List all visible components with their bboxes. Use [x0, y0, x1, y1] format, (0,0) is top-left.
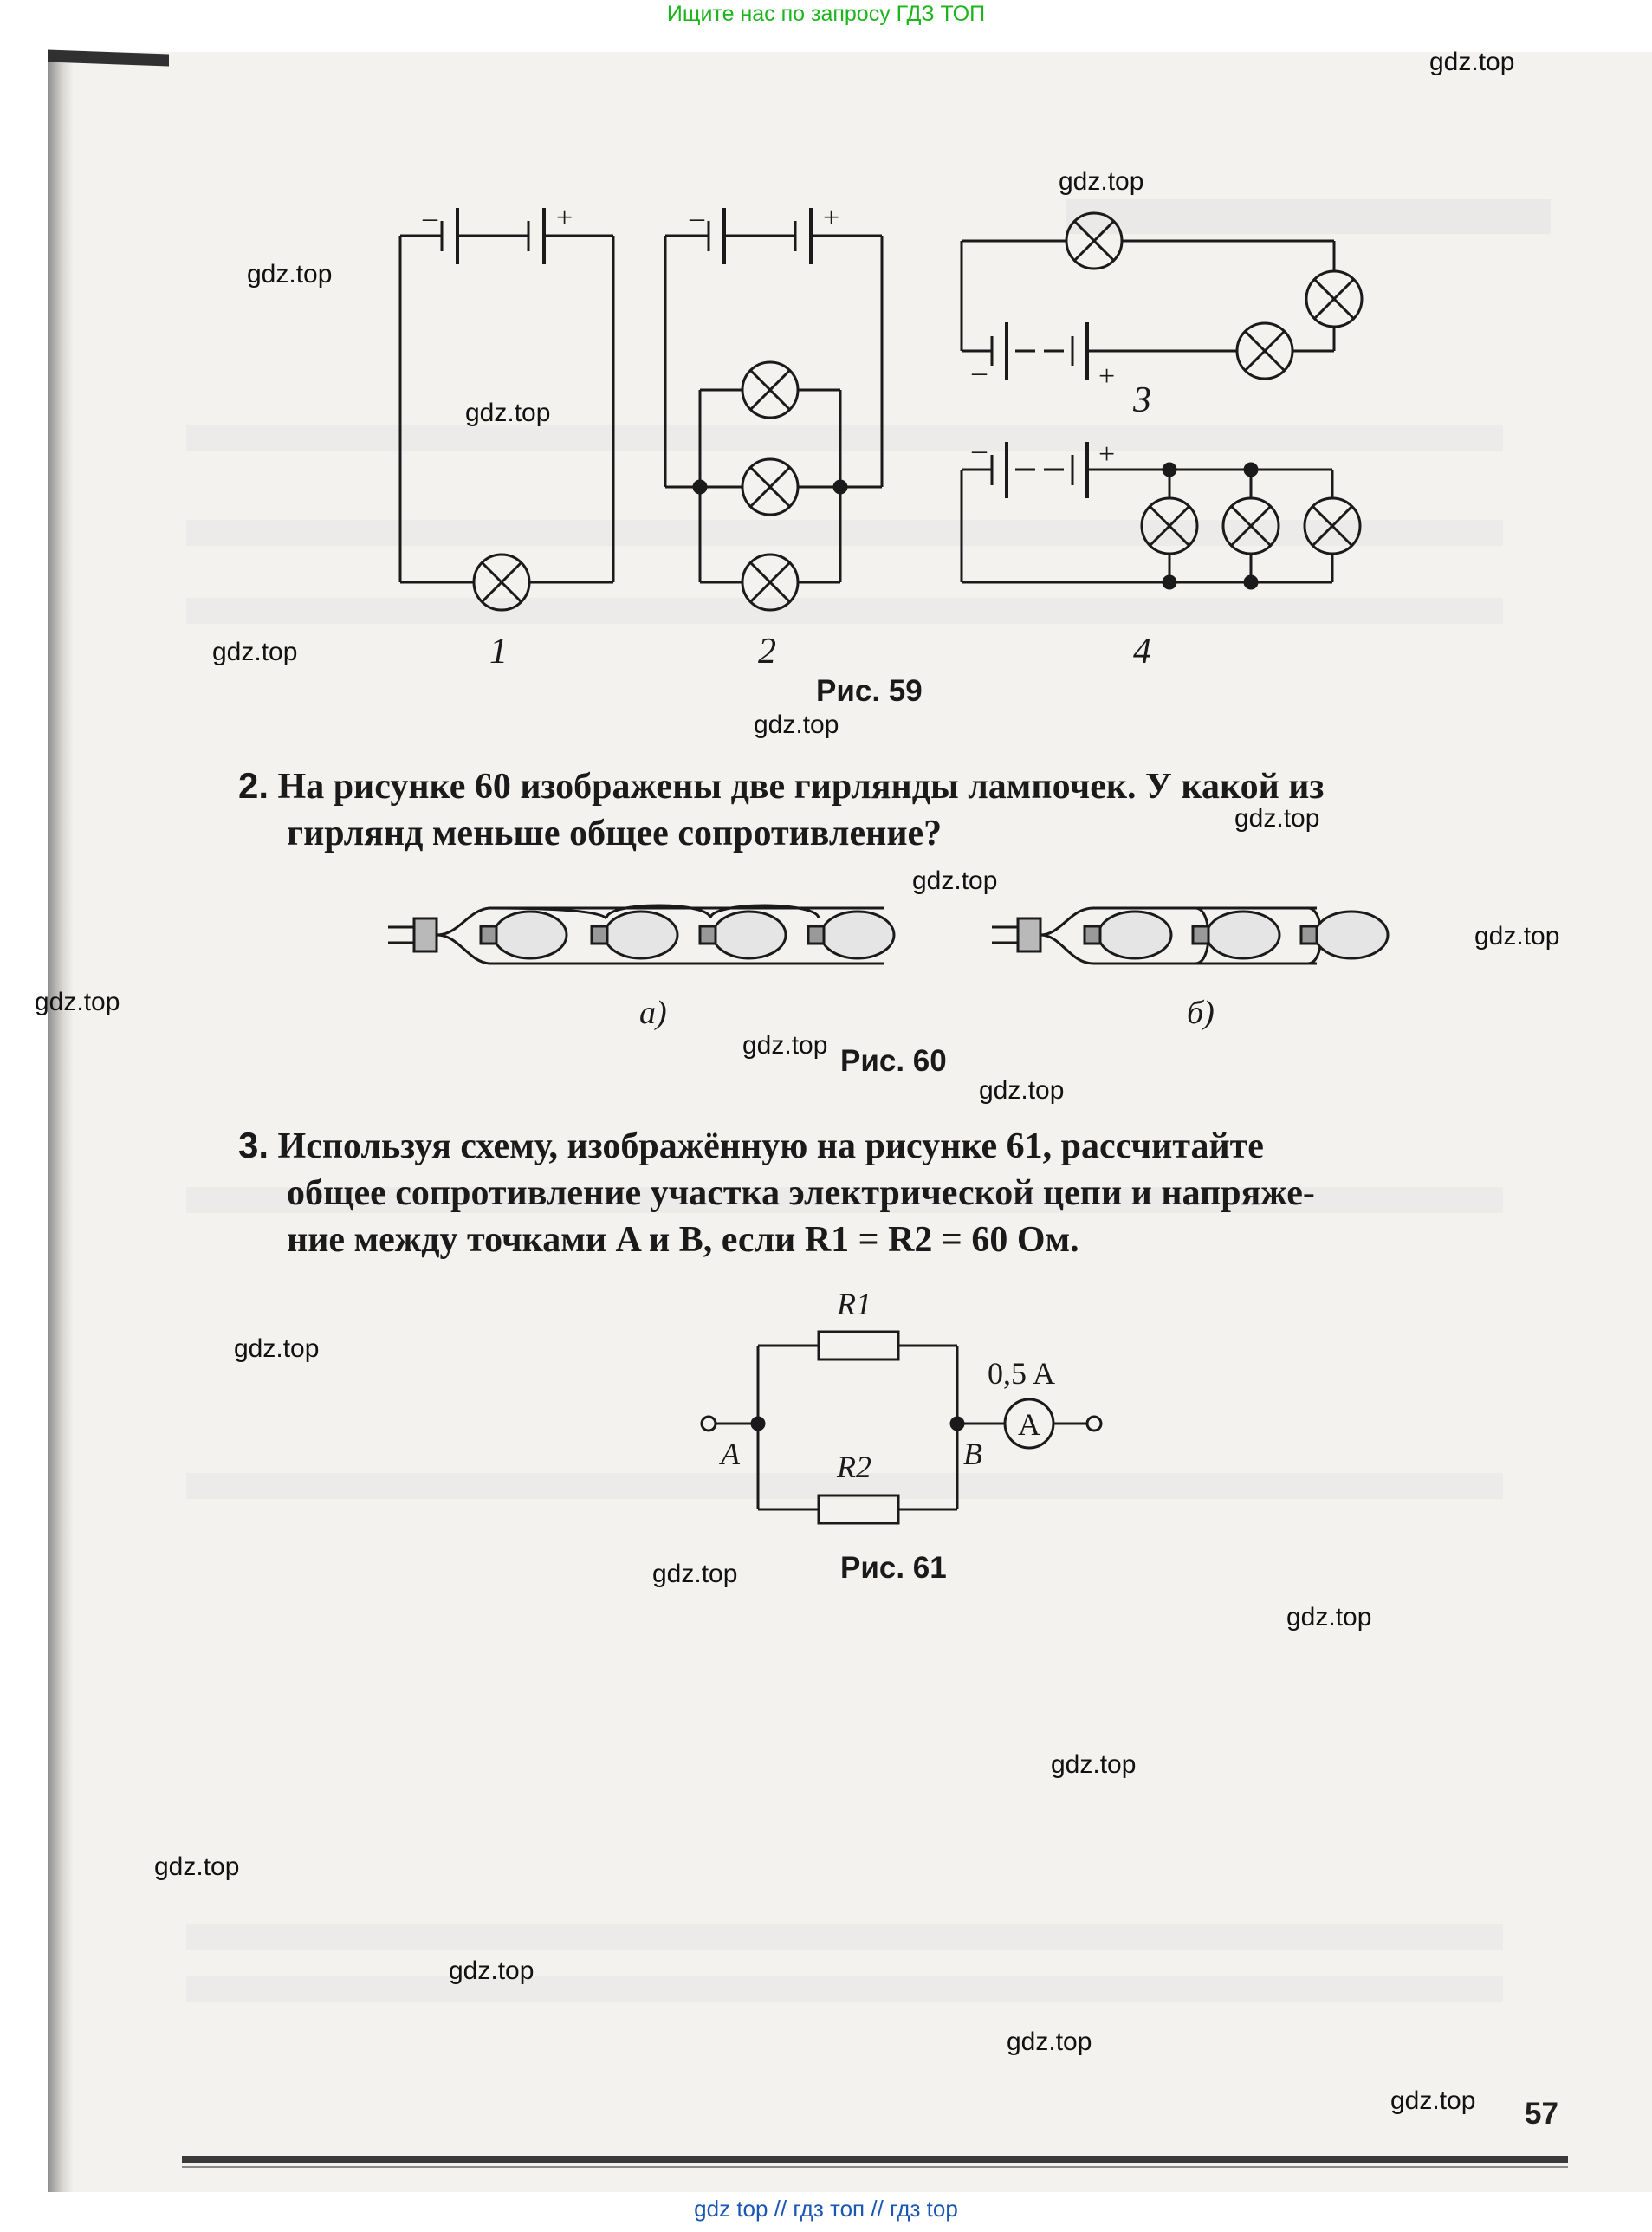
ammeter-reading: 0,5 A [988, 1356, 1055, 1391]
watermark: gdz.top [979, 1076, 1065, 1105]
footer-links[interactable]: gdz top // гдз топ // гдз top [694, 2196, 958, 2222]
figure-61-caption: Рис. 61 [840, 1551, 947, 1585]
watermark: gdz.top [1007, 2028, 1092, 2056]
circuit-3-number: 3 [1133, 380, 1151, 420]
circuit-2 [664, 208, 884, 612]
circuit-2-number: 2 [758, 632, 776, 672]
figure-61-circuit: R1 R2 A B 0,5 A A [700, 1287, 1103, 1525]
task-2-text: 2. На рисунке 60 изображены две гирлянды… [238, 762, 1324, 857]
page-number: 57 [1525, 2097, 1558, 2131]
watermark: gdz.top [234, 1334, 320, 1363]
task-3-line-2: общее сопротивление участка электрическо… [287, 1173, 1315, 1213]
battery-plus-1: + [556, 202, 573, 234]
task-2-line-2: гирлянд меньше общее сопротивление? [287, 814, 943, 853]
scan-background [48, 52, 1652, 2192]
resistor-r1-label: R1 [836, 1287, 871, 1321]
garland-b-label: б) [1187, 995, 1215, 1031]
watermark: gdz.top [1429, 48, 1515, 76]
point-b-label: B [963, 1437, 982, 1471]
circuit-4 [960, 442, 1362, 590]
ammeter-symbol: A [1018, 1407, 1040, 1442]
task-2-number: 2. [238, 765, 269, 806]
watermark: gdz.top [1234, 804, 1320, 833]
watermark: gdz.top [742, 1031, 828, 1060]
battery-plus-3: + [1098, 360, 1115, 393]
task-2-line-1: На рисунке 60 изображены две гирлянды ла… [277, 767, 1325, 807]
figure-60-caption: Рис. 60 [840, 1044, 947, 1078]
task-3-line-3: ние между точками A и B, если R1 = R2 = … [287, 1220, 1079, 1260]
circuit-4-number: 4 [1133, 632, 1151, 672]
garland-a-label: а) [639, 995, 667, 1031]
task-3-number: 3. [238, 1125, 269, 1165]
watermark: gdz.top [1051, 1750, 1137, 1779]
watermark: gdz.top [212, 638, 298, 666]
battery-minus-3: – [971, 356, 988, 388]
circuit-1 [398, 208, 615, 612]
battery-minus-4: – [971, 434, 988, 466]
point-a-label: A [719, 1437, 741, 1471]
resistor-r2-label: R2 [836, 1450, 871, 1484]
garland-b [992, 906, 1390, 965]
book-spine-shadow [48, 52, 74, 2192]
watermark: gdz.top [35, 988, 120, 1016]
watermark: gdz.top [1286, 1603, 1372, 1632]
figure-60-garlands [388, 904, 1390, 965]
bottom-rule [182, 2156, 1568, 2163]
watermark: gdz.top [1390, 2086, 1476, 2115]
watermark: gdz.top [754, 710, 839, 739]
battery-minus-1: – [422, 202, 438, 234]
task-3-text: 3. Используя схему, изображённую на рису… [238, 1122, 1315, 1263]
circuit-1-number: 1 [489, 632, 508, 672]
watermark: gdz.top [247, 260, 333, 289]
battery-plus-4: + [1098, 438, 1115, 470]
circuit-3 [960, 211, 1364, 380]
watermark: gdz.top [154, 1852, 240, 1881]
garland-a [388, 904, 896, 965]
watermark: gdz.top [652, 1560, 738, 1588]
watermark: gdz.top [912, 866, 998, 895]
watermark: gdz.top [465, 399, 551, 427]
task-3-line-1: Используя схему, изображённую на рисунке… [277, 1126, 1264, 1166]
watermark: gdz.top [1059, 167, 1144, 196]
figure-59-circuits: – + – + – + – + [398, 202, 1364, 612]
battery-plus-2: + [823, 202, 839, 234]
watermark: gdz.top [449, 1956, 534, 1985]
battery-minus-2: – [689, 202, 705, 234]
watermark: gdz.top [1474, 922, 1560, 951]
bottom-rule-thin [182, 2166, 1568, 2168]
figure-59-caption: Рис. 59 [816, 674, 923, 708]
header-search-link[interactable]: Ищите нас по запросу ГДЗ ТОП [666, 2, 986, 26]
